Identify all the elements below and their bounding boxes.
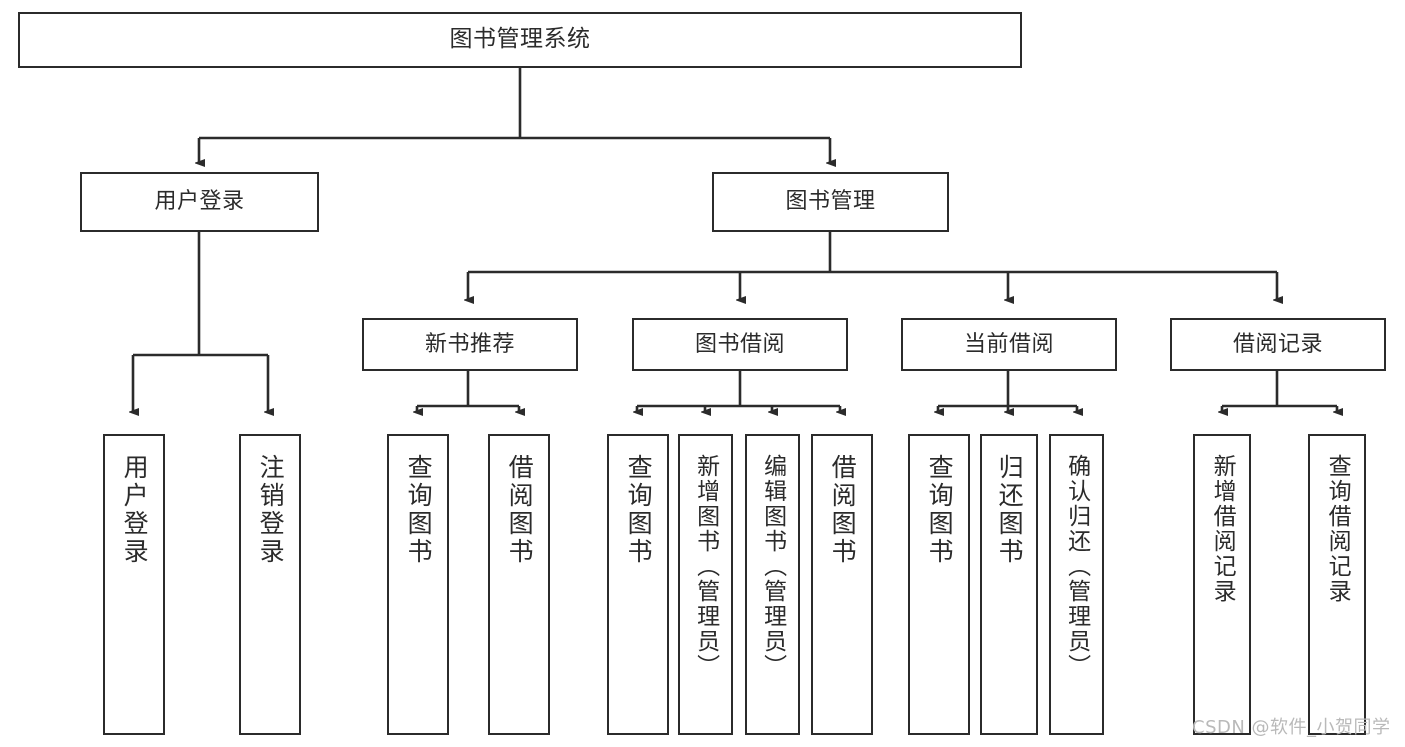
node-leaf-query-borrow-record[interactable]: 查询借阅记录 <box>1308 434 1366 735</box>
node-label: 用户登录 <box>154 189 245 215</box>
node-leaf-add-book-admin[interactable]: 新增图书（管理员） <box>678 434 733 735</box>
node-label: 图书管理 <box>785 189 876 215</box>
node-label: 确认归还（管理员） <box>1063 454 1090 679</box>
node-label: 新增图书（管理员） <box>692 454 719 679</box>
node-label: 新增借阅记录 <box>1209 454 1236 604</box>
node-new-book-recommend[interactable]: 新书推荐 <box>362 318 578 371</box>
node-label: 查询借阅记录 <box>1324 454 1351 604</box>
node-label: 查询图书 <box>624 454 654 566</box>
node-leaf-borrow-book-borrow[interactable]: 借阅图书 <box>811 434 873 735</box>
node-root-book-management-system[interactable]: 图书管理系统 <box>18 12 1022 68</box>
node-label: 图书借阅 <box>694 331 785 357</box>
node-label: 查询图书 <box>925 454 955 566</box>
node-leaf-add-borrow-record[interactable]: 新增借阅记录 <box>1193 434 1251 735</box>
node-user-login[interactable]: 用户登录 <box>80 172 319 232</box>
node-label: 图书管理系统 <box>449 26 591 53</box>
node-leaf-confirm-return-admin[interactable]: 确认归还（管理员） <box>1049 434 1104 735</box>
node-leaf-query-book-current[interactable]: 查询图书 <box>908 434 970 735</box>
node-leaf-return-book[interactable]: 归还图书 <box>980 434 1038 735</box>
node-label: 借阅图书 <box>828 454 858 566</box>
node-leaf-query-book-borrow[interactable]: 查询图书 <box>607 434 669 735</box>
node-label: 借阅图书 <box>505 454 535 566</box>
node-label: 注销登录 <box>256 454 286 566</box>
node-label: 借阅记录 <box>1232 331 1323 357</box>
node-label: 归还图书 <box>995 454 1025 566</box>
node-leaf-query-book-recommend[interactable]: 查询图书 <box>387 434 449 735</box>
csdn-watermark: CSDN @软件_小贺同学 <box>1192 717 1391 738</box>
node-leaf-edit-book-admin[interactable]: 编辑图书（管理员） <box>745 434 800 735</box>
node-label: 新书推荐 <box>424 331 515 357</box>
node-leaf-user-login[interactable]: 用户登录 <box>103 434 165 735</box>
node-leaf-logout-login[interactable]: 注销登录 <box>239 434 301 735</box>
node-borrow-record[interactable]: 借阅记录 <box>1170 318 1386 371</box>
node-label: 当前借阅 <box>963 331 1054 357</box>
node-label: 用户登录 <box>120 454 150 566</box>
node-book-manage[interactable]: 图书管理 <box>712 172 949 232</box>
node-current-borrow[interactable]: 当前借阅 <box>901 318 1117 371</box>
node-leaf-borrow-book-recommend[interactable]: 借阅图书 <box>488 434 550 735</box>
node-label: 查询图书 <box>404 454 434 566</box>
node-label: 编辑图书（管理员） <box>759 454 786 679</box>
node-book-borrow[interactable]: 图书借阅 <box>632 318 848 371</box>
